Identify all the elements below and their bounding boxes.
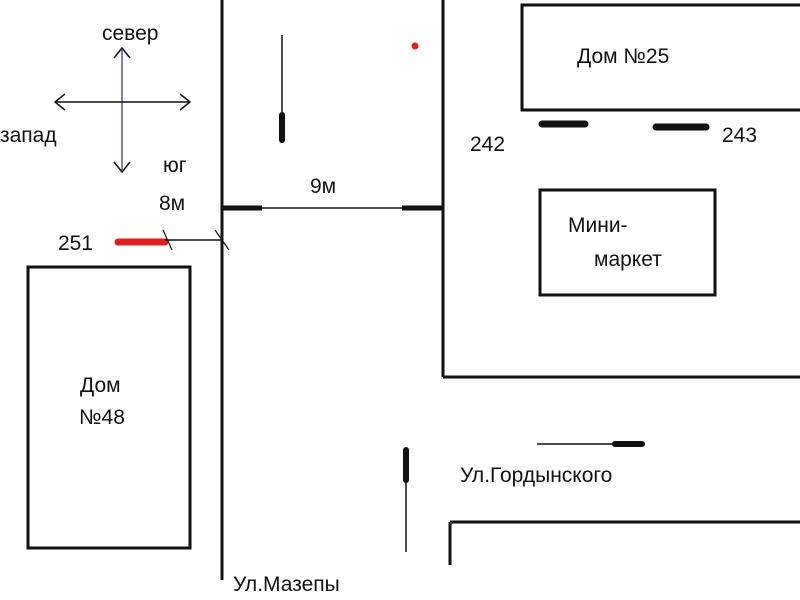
compass-north-label: север [102, 22, 158, 45]
marker-label-243: 243 [722, 124, 757, 147]
compass-west-label: запад [0, 124, 57, 147]
compass-rose-icon [53, 46, 192, 174]
house-48-label-1: Дом [80, 374, 121, 397]
marker-label-242: 242 [470, 133, 505, 156]
house-48 [26, 265, 192, 550]
compass-south-label: юг [163, 154, 187, 177]
house-25 [520, 3, 800, 112]
distance-tick-right [214, 229, 230, 251]
street-label-gordynskogo: Ул.Гордынского [460, 464, 612, 487]
dimension-label-9m: 9м [310, 175, 336, 198]
mini-market-label-1: Мини- [568, 214, 628, 237]
mini-market [538, 188, 717, 297]
mini-market-label-2: маркет [594, 248, 662, 271]
house-25-label: Дом №25 [577, 45, 669, 68]
house-48-label-2: №48 [79, 406, 125, 429]
red-point-marker [411, 42, 419, 50]
street-label-mazepy: Ул.Мазепы [233, 573, 340, 596]
marker-label-251: 251 [58, 232, 93, 255]
distance-label-8m: 8м [159, 192, 185, 215]
distance-tick-left [162, 229, 173, 251]
